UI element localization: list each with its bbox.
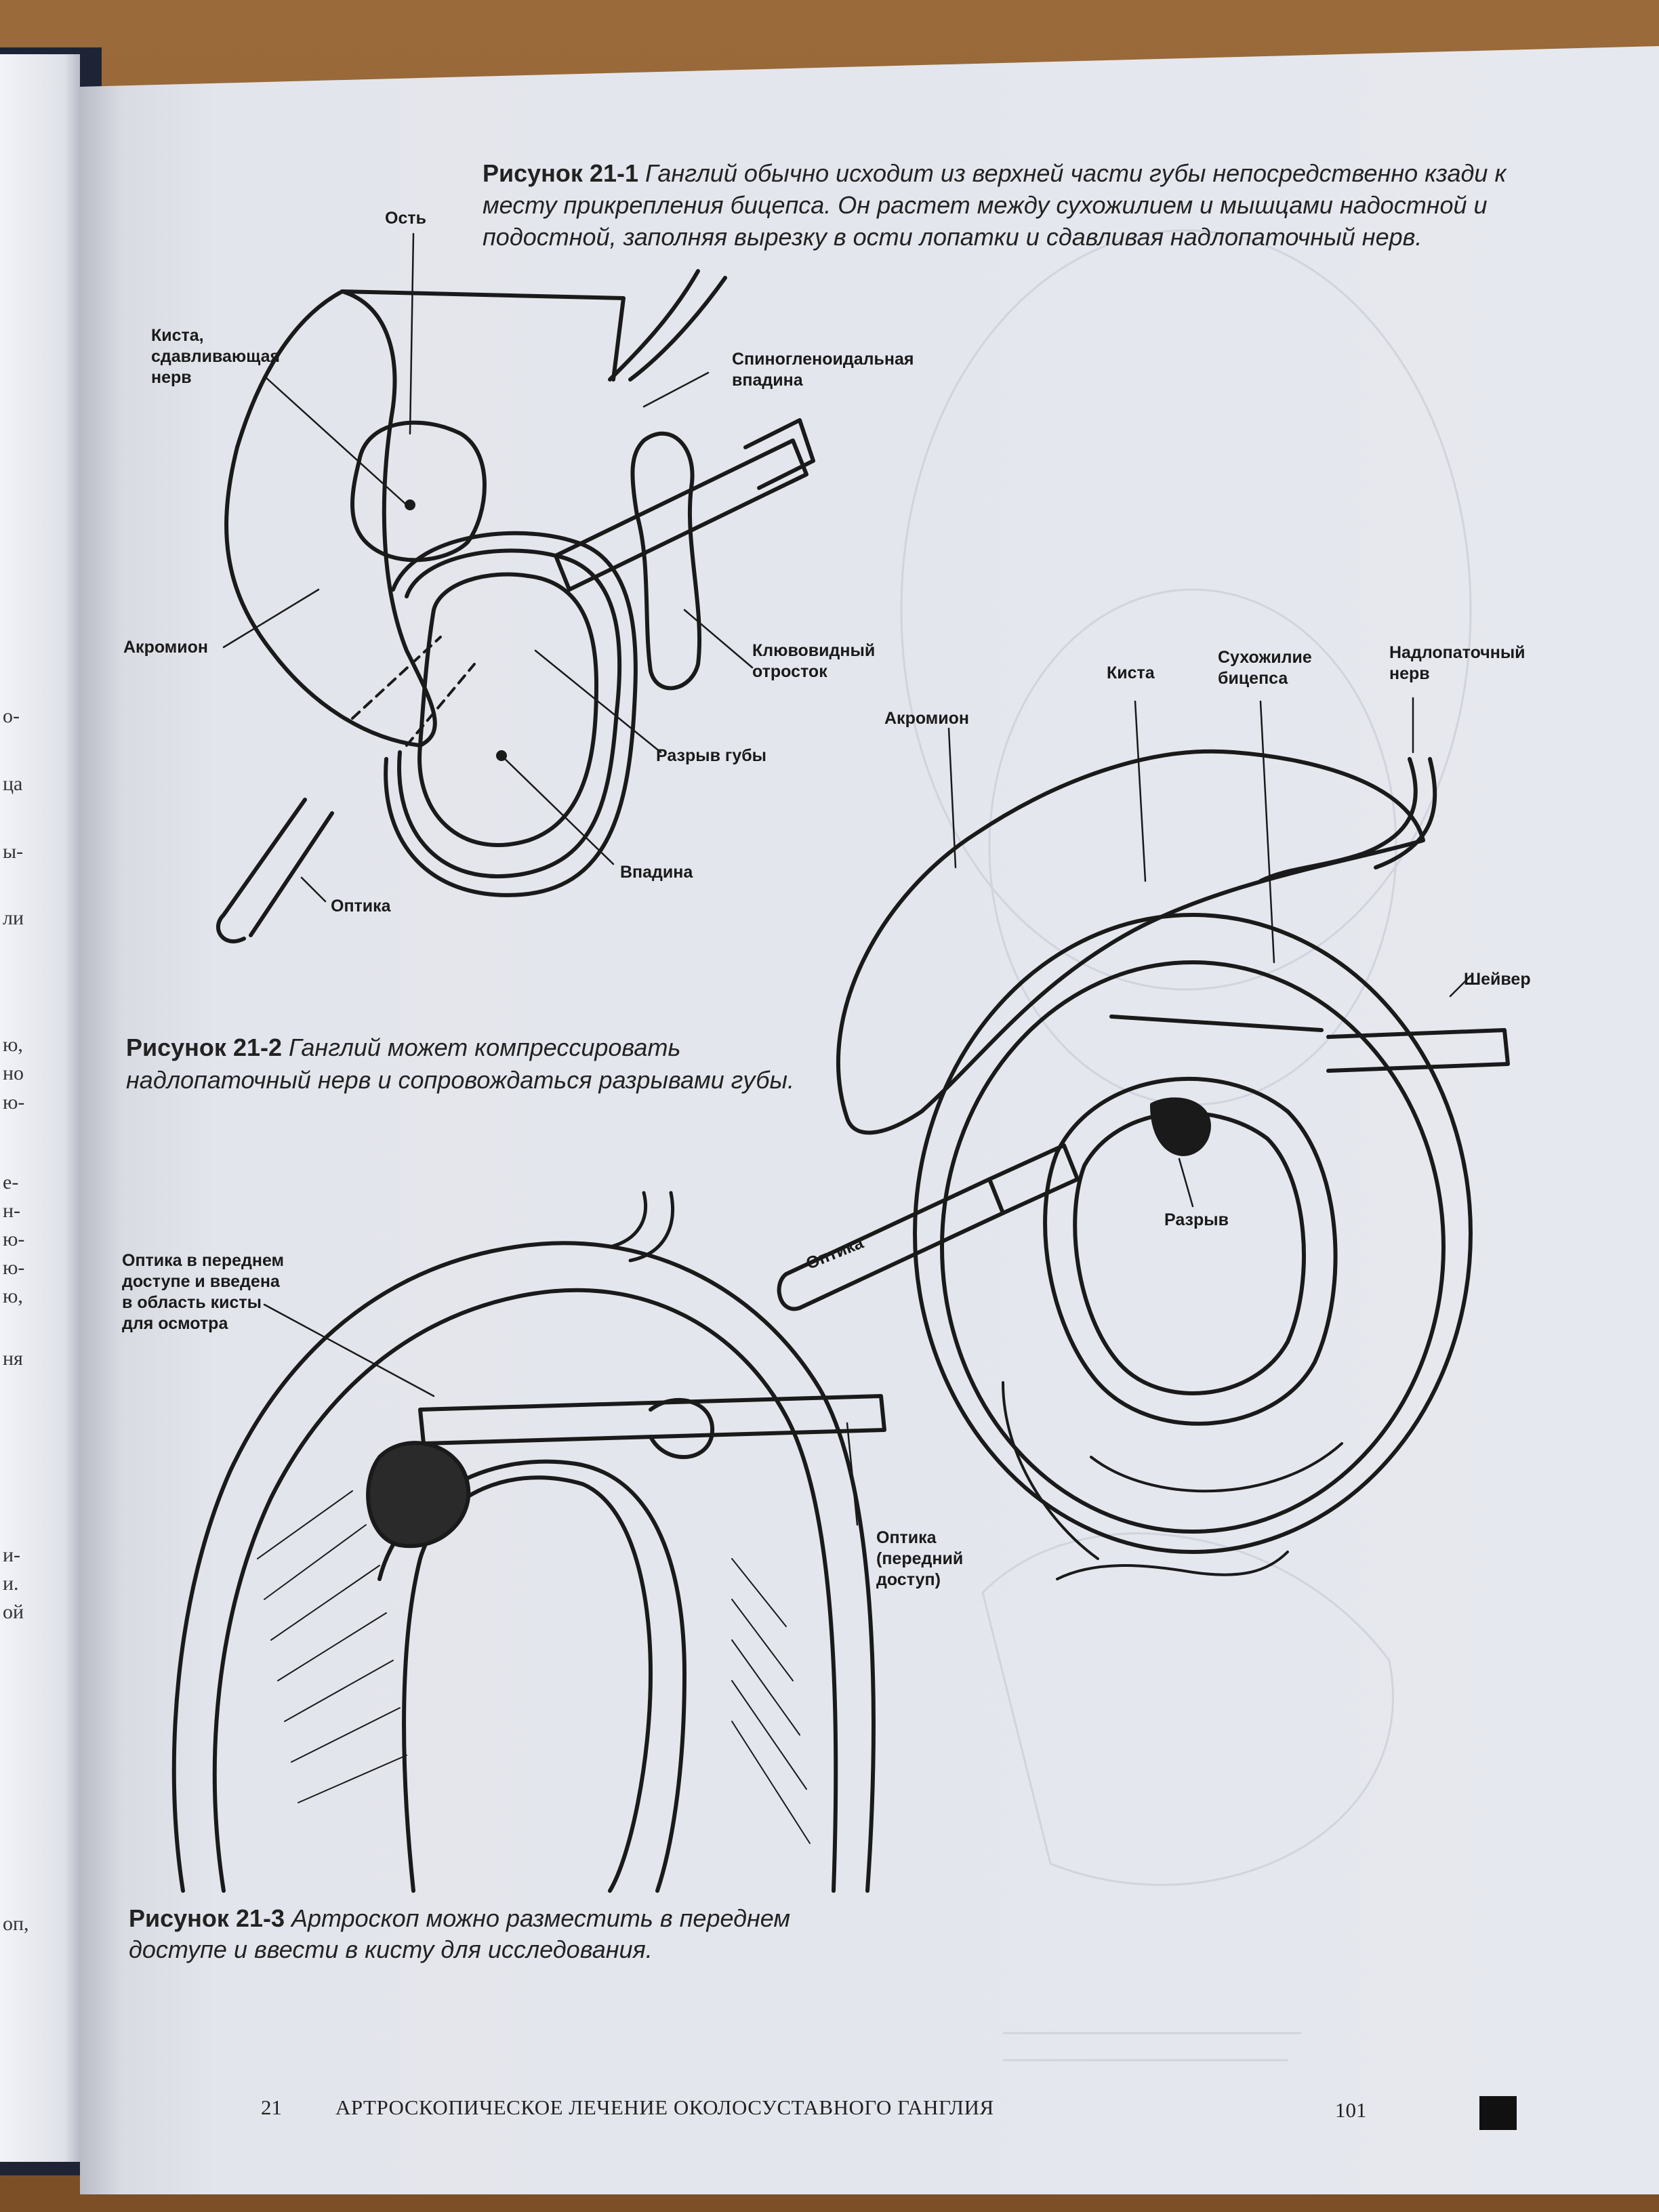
label-line: Киста, bbox=[151, 326, 204, 345]
label-line: отросток bbox=[752, 662, 827, 681]
scope-upper bbox=[554, 438, 808, 592]
caption-text: Ганглий обычно исходит из верхней части … bbox=[483, 159, 1507, 251]
label-line: в область кисты bbox=[122, 1293, 262, 1312]
thumb-index-marker bbox=[1479, 2096, 1517, 2130]
label-line: доступе и введена bbox=[122, 1272, 280, 1291]
label-nerve: Надлопаточный нерв bbox=[1389, 642, 1525, 684]
cyst-3 bbox=[366, 1441, 471, 1549]
left-page-fragment: о- bbox=[3, 705, 20, 727]
label-acromion-2: Акромион bbox=[884, 709, 970, 728]
glenoid-shape bbox=[417, 572, 598, 847]
label-labral-tear: Разрыв губы bbox=[656, 746, 767, 765]
figure-21-3-caption: Рисунок 21-3 Артроскоп можно разместить … bbox=[129, 1903, 806, 1965]
labrum-shape-2 bbox=[1043, 1077, 1338, 1426]
caption-number: Рисунок 21-2 bbox=[126, 1033, 282, 1061]
left-page-fragment: и. bbox=[3, 1572, 19, 1595]
label-line: Клювовидный bbox=[752, 641, 876, 660]
left-page-fragment: ой bbox=[3, 1601, 24, 1623]
label-line: Сухожилие bbox=[1218, 648, 1312, 667]
acromion-shape bbox=[224, 289, 437, 747]
left-page-fragment: ня bbox=[3, 1347, 23, 1370]
left-page-fragment: но bbox=[3, 1062, 24, 1084]
label-line: нерв bbox=[1389, 664, 1430, 683]
label-tear: Разрыв bbox=[1164, 1210, 1229, 1229]
coracoid-shape bbox=[630, 431, 701, 691]
left-page-fragment: ю- bbox=[3, 1091, 25, 1113]
label-scope: Оптика bbox=[331, 897, 391, 916]
left-page-fragment: ы- bbox=[3, 840, 24, 863]
label-line: Спиногленоидальная bbox=[732, 350, 914, 369]
label-spine: Ость bbox=[385, 209, 426, 228]
left-page-fragment: ю, bbox=[3, 1033, 23, 1056]
figure-21-3-drawing bbox=[171, 1191, 886, 1893]
label-cyst: Киста, сдавливающая нерв bbox=[151, 325, 280, 388]
show-through-drawing bbox=[900, 229, 1472, 2062]
figure-21-4-drawing bbox=[777, 697, 1510, 1580]
left-page-fragment: ю, bbox=[3, 1285, 23, 1307]
label-glenoid: Впадина bbox=[620, 863, 693, 882]
label-line: для осмотра bbox=[122, 1314, 228, 1333]
label-scope-anterior: Оптика в переднем доступе и введена в об… bbox=[122, 1250, 284, 1334]
acromion-shape-2 bbox=[836, 749, 1425, 1135]
label-shaver: Шейвер bbox=[1464, 970, 1531, 989]
glenoid-3 bbox=[402, 1475, 653, 1893]
left-page-fragment: и- bbox=[3, 1544, 21, 1566]
label-cyst-2: Киста bbox=[1107, 663, 1155, 682]
label-scope-portal: Оптика (передний доступ) bbox=[876, 1528, 963, 1591]
shoulder-outline-3 bbox=[171, 1241, 876, 1893]
caption-number: Рисунок 21-3 bbox=[129, 1904, 285, 1932]
left-page-fragment: е- bbox=[3, 1171, 19, 1193]
label-acromion: Акромион bbox=[123, 638, 209, 657]
label-line: нерв bbox=[151, 368, 192, 387]
scope-shaft-2 bbox=[777, 1177, 1005, 1311]
nerve-shape bbox=[1258, 757, 1437, 883]
caption-number: Рисунок 21-1 bbox=[483, 159, 638, 187]
scope-lower bbox=[216, 798, 334, 944]
caption-text: Ганглий может компрессировать надлопаточ… bbox=[126, 1033, 794, 1094]
scope-3 bbox=[418, 1394, 886, 1446]
label-spinoglenoid: Спиногленоидальная впадина bbox=[732, 349, 914, 391]
hatching-3 bbox=[257, 1490, 811, 1844]
caption-text: Артроскоп можно разместить в переднем до… bbox=[129, 1904, 791, 1963]
label-line: впадина bbox=[732, 371, 803, 390]
left-page-fragment: оп, bbox=[3, 1912, 29, 1935]
left-page-fragment: н- bbox=[3, 1200, 21, 1222]
chapter-number: 21 bbox=[261, 2095, 282, 2119]
figure-21-2-caption: Рисунок 21-2 Ганглий может компрессирова… bbox=[126, 1031, 838, 1097]
label-biceps: Сухожилие бицепса bbox=[1218, 647, 1312, 689]
left-page-fragment: ли bbox=[3, 907, 24, 929]
label-line: Оптика bbox=[876, 1528, 937, 1547]
label-line: Оптика в переднем bbox=[122, 1251, 285, 1270]
running-title: АРТРОСКОПИЧЕСКОЕ ЛЕЧЕНИЕ ОКОЛОСУСТАВНОГО… bbox=[335, 2095, 994, 2119]
label-line: бицепса bbox=[1218, 669, 1288, 688]
left-page-edge: о- ца ы- ли ю, но ю- е- н- ю- ю- ю, ня и… bbox=[0, 54, 80, 2162]
left-page-fragment: ца bbox=[3, 773, 23, 795]
left-page-fragment: ю- bbox=[3, 1256, 25, 1279]
label-line: сдавливающая bbox=[151, 347, 281, 366]
page-number: 101 bbox=[1335, 2098, 1367, 2122]
figure-21-1-caption: Рисунок 21-1 Ганглий обычно исходит из в… bbox=[483, 157, 1580, 253]
glenoid-outline-2 bbox=[913, 913, 1473, 1554]
label-coracoid: Клювовидный отросток bbox=[752, 640, 875, 682]
figure-21-2-drawing bbox=[216, 232, 815, 944]
label-line: (передний bbox=[876, 1549, 964, 1568]
label-line: доступ) bbox=[876, 1570, 941, 1589]
left-page-fragment: ю- bbox=[3, 1228, 25, 1250]
shaver-shaft bbox=[1326, 1028, 1510, 1073]
label-line: Надлопаточный bbox=[1389, 643, 1525, 662]
